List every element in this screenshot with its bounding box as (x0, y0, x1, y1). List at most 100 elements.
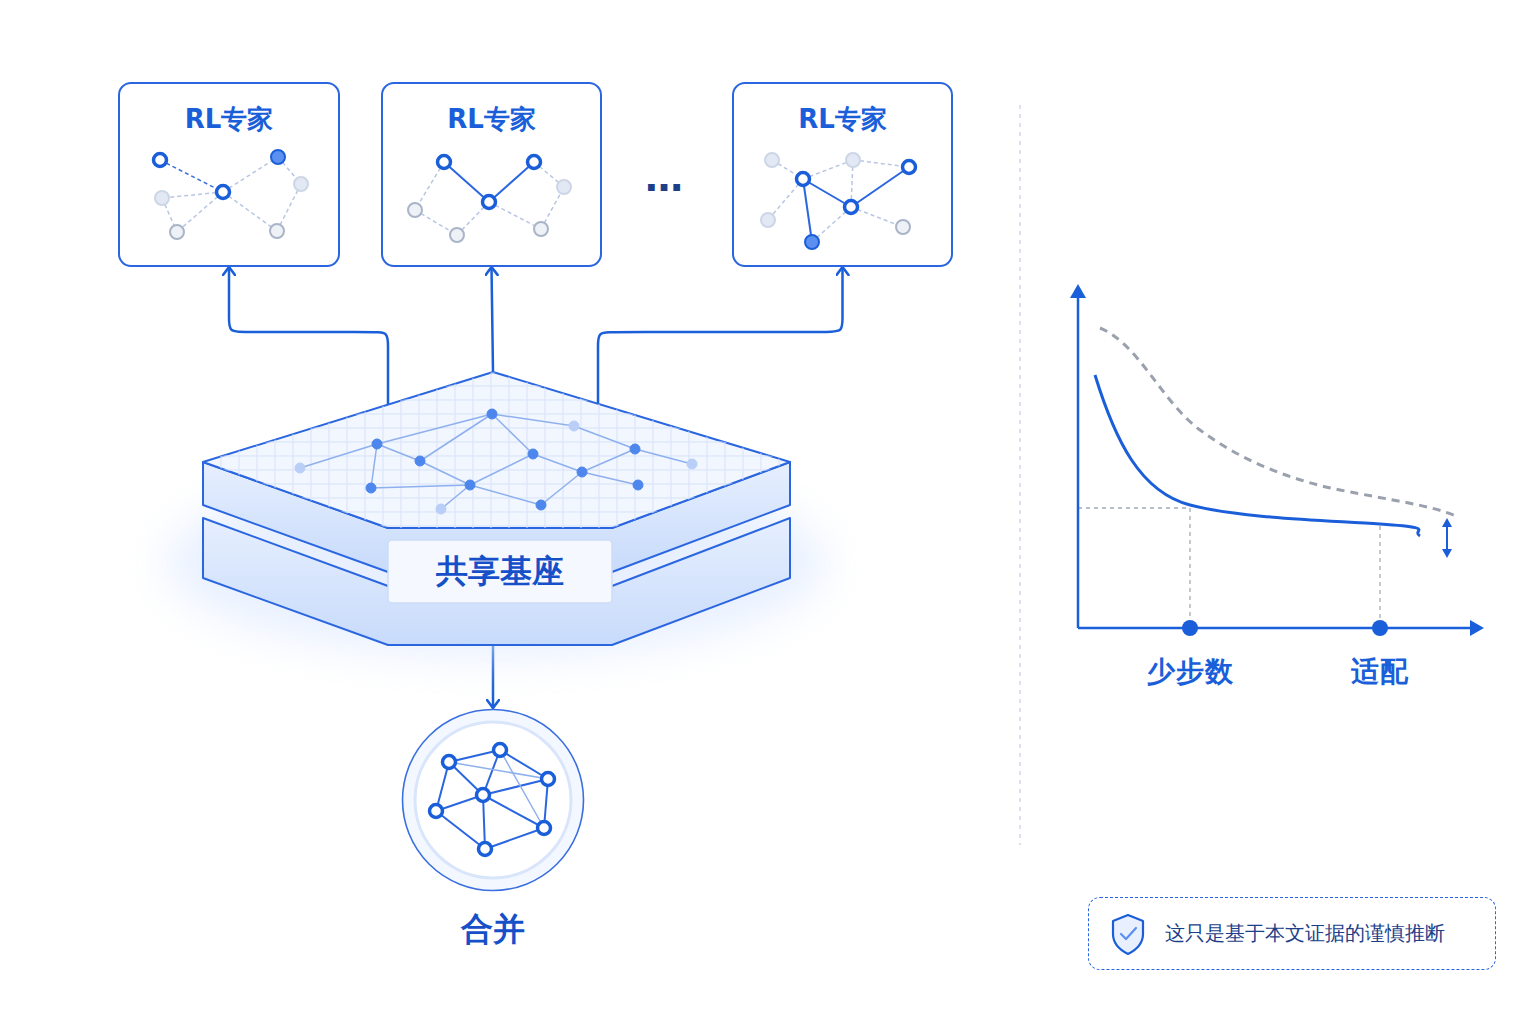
network-link (853, 160, 909, 167)
network-link (492, 414, 533, 454)
expert-box: RL专家 (118, 82, 340, 267)
network-node (217, 186, 230, 199)
network-node (366, 483, 376, 493)
network-link (223, 157, 278, 192)
network-link (772, 160, 803, 179)
network-node (438, 156, 451, 169)
axis-dot (1182, 620, 1198, 636)
network-node (633, 480, 643, 490)
network-link (162, 192, 223, 198)
network-node (430, 805, 443, 818)
y-axis (1077, 296, 1080, 628)
network-node (577, 467, 587, 477)
grid-line (635, 372, 636, 532)
grid-line (203, 372, 793, 373)
grid-line (527, 372, 528, 532)
network-node (896, 220, 910, 234)
grid-line (203, 470, 793, 471)
grid-line (203, 428, 793, 429)
grid-line (761, 372, 762, 532)
network-node (408, 203, 422, 217)
network-link (582, 449, 635, 472)
shield-check (1121, 928, 1136, 939)
grid-line (203, 386, 793, 387)
network-graphic (154, 150, 309, 239)
merged-model: 合并 (401, 708, 585, 892)
note-text: 这只是基于本文证据的谨慎推断 (1165, 898, 1445, 969)
connector-arrow (598, 267, 843, 404)
grid-line (707, 372, 708, 532)
network-node (155, 191, 169, 205)
network-node (845, 201, 858, 214)
network-link (492, 414, 574, 426)
network-link (803, 179, 812, 242)
network-link (483, 779, 548, 795)
network-link (441, 485, 470, 509)
network-link (420, 414, 492, 461)
network-link (300, 444, 377, 468)
grid-line (203, 372, 204, 532)
network-node (761, 213, 775, 227)
grid-line (455, 372, 456, 532)
grid-line (221, 372, 222, 532)
circle-outer (403, 710, 584, 891)
grid-line (365, 372, 366, 532)
network-node (630, 444, 640, 454)
network-node (154, 154, 167, 167)
network-link (223, 192, 277, 231)
node-title: 合并 (361, 908, 625, 952)
network-link (415, 162, 444, 210)
axis-arrow (1070, 284, 1086, 298)
grid-line (203, 526, 793, 527)
network-link (803, 160, 853, 179)
grid-line (203, 512, 793, 513)
network-link (371, 444, 377, 488)
network-node (271, 150, 285, 164)
network-node (797, 173, 810, 186)
grid-line (203, 414, 793, 415)
grid-line (653, 372, 654, 532)
expert-box: RL专家 (381, 82, 602, 267)
network-node (295, 463, 305, 473)
network-link (485, 828, 544, 849)
circle-inner (415, 722, 571, 878)
network-link (582, 472, 638, 485)
baseline-curve (1100, 328, 1456, 516)
grid-line (743, 372, 744, 532)
grid-line (347, 372, 348, 532)
network-node (465, 480, 475, 490)
grid-line (509, 372, 510, 532)
axis-label: 适配 (1351, 653, 1409, 691)
network-link (851, 160, 853, 207)
network-link (470, 485, 541, 505)
gap-arrow (1446, 524, 1448, 552)
network-node (765, 153, 779, 167)
circle-shape (401, 708, 585, 892)
network-link (489, 162, 534, 202)
network-link (533, 454, 582, 472)
network-node (542, 773, 555, 786)
network-link (483, 795, 485, 849)
network-node (270, 224, 284, 238)
network-node (443, 756, 456, 769)
grid-line (491, 372, 492, 532)
network-link (420, 461, 470, 485)
gap-arrow-head (1442, 518, 1452, 558)
network-graphic (408, 156, 571, 243)
grid-line (779, 372, 780, 532)
network-link (449, 750, 500, 762)
node-title: RL专家 (734, 102, 951, 137)
network-link (544, 779, 548, 828)
network-node (528, 449, 538, 459)
slab-label-panel (388, 540, 612, 603)
connector-arrow (492, 267, 494, 372)
chart (1070, 284, 1484, 636)
grid-line (203, 400, 793, 401)
network-link (277, 184, 301, 231)
grid-line (203, 498, 793, 499)
grid-line (473, 372, 474, 532)
network-node (479, 843, 492, 856)
grid-line (401, 372, 402, 532)
network-link (436, 795, 483, 811)
